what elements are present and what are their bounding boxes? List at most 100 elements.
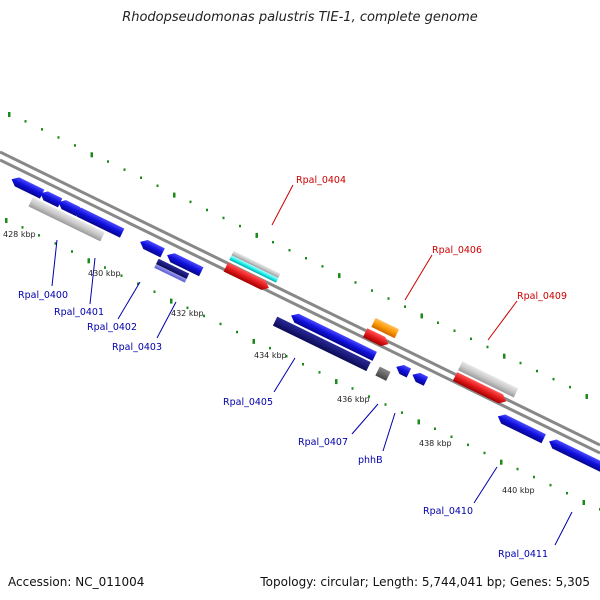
gene-arrow[interactable] <box>9 175 45 199</box>
ruler-tick <box>384 403 387 406</box>
ruler-tick <box>203 314 205 318</box>
ruler-tick <box>305 257 307 260</box>
gene-block[interactable] <box>371 317 400 339</box>
ruler-tick <box>269 346 271 350</box>
ruler-tick <box>219 322 222 326</box>
gene-arrow[interactable] <box>289 311 377 361</box>
gene-block[interactable] <box>272 316 371 372</box>
gene-label-rpal-0403[interactable]: Rpal_0403 <box>112 342 162 353</box>
ruler-tick <box>252 338 255 344</box>
gene-label-rpal-0400[interactable]: Rpal_0400 <box>18 290 68 301</box>
ruler-label-440: 440 kbp <box>502 486 535 495</box>
ruler-tick <box>24 120 27 123</box>
gene-block[interactable] <box>231 250 281 279</box>
ruler-tick <box>371 289 373 292</box>
ruler-tick <box>549 483 552 487</box>
ruler-tick <box>222 216 225 220</box>
ruler-tick <box>74 144 76 147</box>
gene-label-rpal-0406[interactable]: Rpal_0406 <box>432 245 482 256</box>
gene-block[interactable] <box>156 258 190 280</box>
gene-block[interactable] <box>28 197 105 242</box>
gene-block[interactable] <box>375 366 391 381</box>
ruler-tick <box>566 491 568 495</box>
ruler-label-428: 428 kbp <box>3 230 36 239</box>
gene-arrow[interactable] <box>56 198 81 217</box>
topology-text: Topology: circular; Length: 5,744,041 bp… <box>260 575 590 589</box>
ruler-tick <box>486 345 489 349</box>
gene-arrow[interactable] <box>165 251 204 277</box>
ruler-tick <box>57 136 60 139</box>
ruler-tick <box>582 500 585 505</box>
gene-label-rpal-0402[interactable]: Rpal_0402 <box>87 322 137 333</box>
gene-arrow[interactable] <box>452 372 509 406</box>
ruler-tick <box>156 184 159 187</box>
ruler-tick <box>500 459 503 465</box>
ruler-label-434: 434 kbp <box>254 351 287 360</box>
gene-label-rpal-0407[interactable]: Rpal_0407 <box>298 437 348 448</box>
ruler-tick <box>453 329 456 332</box>
gene-label-rpal-0405[interactable]: Rpal_0405 <box>223 397 273 408</box>
ruler-tick <box>107 160 109 163</box>
ruler-tick <box>503 353 506 359</box>
ruler-tick <box>321 265 324 268</box>
gene-arrow[interactable] <box>547 437 600 478</box>
gene-arrow[interactable] <box>223 262 272 293</box>
gene-label-rpal-0404[interactable]: Rpal_0404 <box>296 175 346 186</box>
gene-label-rpal-0401[interactable]: Rpal_0401 <box>54 307 104 318</box>
ruler-label-438: 438 kbp <box>419 439 452 448</box>
ruler-tick <box>552 377 555 381</box>
ruler-tick <box>351 387 354 390</box>
ruler-tick <box>104 266 106 269</box>
gene-arrow[interactable] <box>394 362 412 378</box>
ruler-tick <box>533 475 535 479</box>
ruler-tick <box>272 240 274 244</box>
ruler-tick <box>255 232 258 238</box>
ruler-tick <box>434 427 436 430</box>
ruler-tick <box>437 321 439 324</box>
lower-dot-track <box>5 218 600 511</box>
gene-block[interactable] <box>154 264 187 283</box>
gene-label-rpal-0410[interactable]: Rpal_0410 <box>423 506 473 517</box>
ruler-tick <box>519 361 522 365</box>
gene-arrow[interactable] <box>362 328 391 348</box>
ruler-tick <box>8 112 11 117</box>
ruler-tick <box>302 363 304 366</box>
gene-arrow[interactable] <box>138 237 165 258</box>
ruler-tick <box>483 451 486 455</box>
ruler-tick <box>186 306 189 310</box>
ruler-tick <box>71 250 73 253</box>
gene-arrow[interactable] <box>71 205 125 238</box>
gene-block[interactable] <box>229 255 279 283</box>
ruler-tick <box>140 176 142 179</box>
ruler-tick <box>206 208 208 212</box>
ruler-tick <box>123 168 126 171</box>
ruler-tick <box>288 249 291 252</box>
accession-text: Accession: NC_011004 <box>8 575 145 589</box>
ruler-tick <box>335 379 338 385</box>
gene-label-phhb[interactable]: phhB <box>358 455 383 466</box>
ruler-tick <box>239 224 241 228</box>
ruler-tick <box>170 298 173 304</box>
ruler-label-432: 432 kbp <box>171 309 204 318</box>
ruler-tick <box>137 282 139 285</box>
ruler-tick <box>5 218 8 223</box>
gene-features <box>9 175 600 478</box>
gene-block[interactable] <box>458 361 519 398</box>
map-title: Rhodopseudomonas palustris TIE-1, comple… <box>122 10 478 25</box>
gene-arrow[interactable] <box>496 412 546 444</box>
ruler-tick <box>54 242 57 245</box>
ruler-tick <box>420 313 423 319</box>
ruler-tick <box>38 234 40 237</box>
gene-label-rpal-0411[interactable]: Rpal_0411 <box>498 549 548 560</box>
ruler-tick <box>401 411 403 414</box>
ruler-tick <box>354 281 357 284</box>
ruler-tick <box>87 258 90 264</box>
gene-arrow[interactable] <box>410 370 429 386</box>
gene-arrow[interactable] <box>38 189 63 208</box>
ruler-tick <box>285 355 288 358</box>
gene-labels: Rpal_0404 Rpal_0406 Rpal_0409 Rpal_0400 … <box>18 175 567 560</box>
ruler-tick <box>536 369 538 373</box>
leader-lines <box>51 184 573 546</box>
gene-label-rpal-0409[interactable]: Rpal_0409 <box>517 291 567 302</box>
